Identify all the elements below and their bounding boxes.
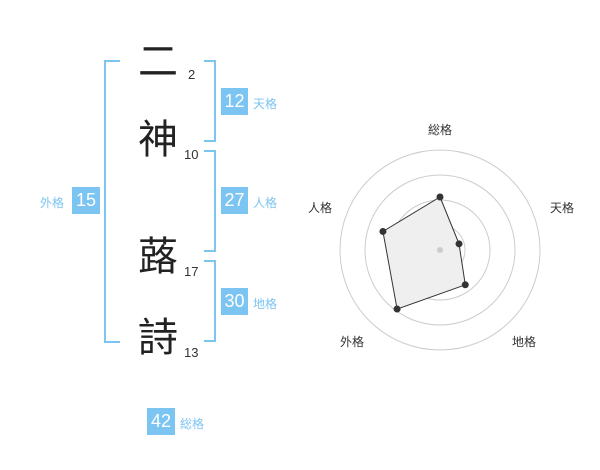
chikaku-label: 地格: [253, 297, 278, 311]
chikaku-bracket: [204, 260, 216, 342]
jinkaku-bracket: [204, 150, 216, 252]
name-char-3: 蕗: [138, 234, 178, 280]
chikaku-value: 30: [221, 288, 248, 315]
radar-label-soukaku: 総格: [428, 122, 452, 137]
kaku-radar-chart: 総格 天格 地格 外格 人格: [308, 122, 574, 351]
gaikaku-value: 15: [72, 187, 100, 214]
radar-point-2: [455, 240, 463, 248]
radar-point-4: [393, 305, 401, 313]
radar-label-chikaku: 地格: [512, 334, 536, 349]
name-char-4: 詩: [138, 315, 178, 361]
stroke-count-4: 13: [184, 345, 199, 360]
gaikaku-label: 外格: [40, 196, 65, 210]
tenkaku-label: 天格: [253, 97, 278, 111]
tenkaku-bracket: [204, 60, 216, 142]
stroke-count-1: 2: [188, 67, 196, 82]
radar-ring: [339, 149, 541, 351]
stroke-count-3: 17: [184, 264, 199, 279]
radar-label-jinkaku: 人格: [308, 200, 332, 215]
soukaku-value: 42: [147, 408, 175, 435]
stroke-count-2: 10: [184, 147, 199, 162]
name-char-1: 二: [138, 39, 178, 85]
radar-ring: [364, 174, 516, 326]
radar-label-tenkaku: 天格: [550, 200, 574, 215]
jinkaku-value: 27: [221, 187, 248, 214]
radar-point-1: [436, 193, 444, 201]
radar-value-polygon: [382, 196, 466, 310]
radar-point-3: [461, 281, 469, 289]
soukaku-label: 総格: [180, 417, 205, 431]
radar-label-gaikaku: 外格: [340, 334, 364, 349]
jinkaku-label: 人格: [253, 196, 278, 210]
radar-point-5: [379, 227, 387, 235]
gaikaku-bracket: [104, 60, 120, 343]
tenkaku-value: 12: [221, 88, 248, 115]
radar-center-point: [437, 247, 443, 253]
name-char-2: 神: [138, 117, 178, 163]
